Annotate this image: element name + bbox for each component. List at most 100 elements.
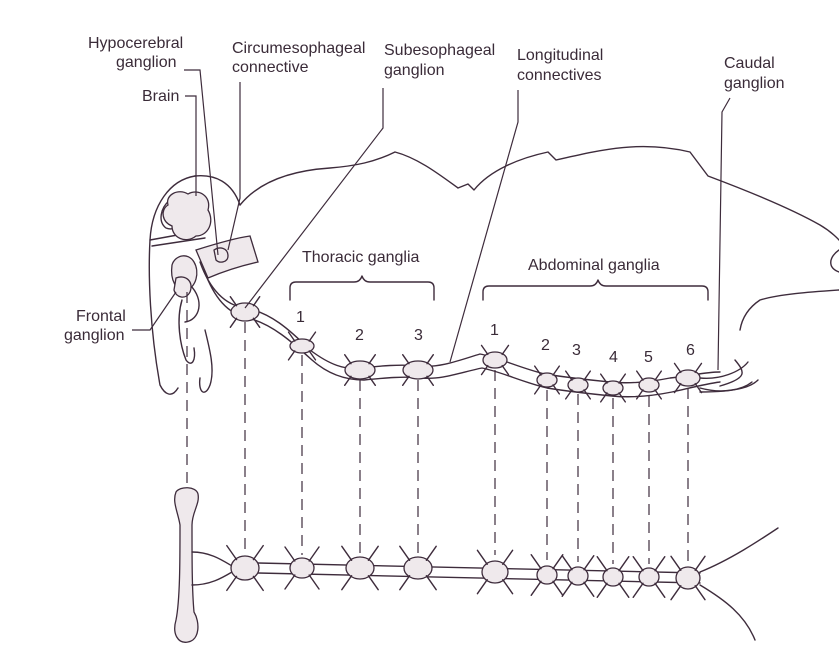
nerve-branch [671, 586, 681, 600]
nerve-branch [369, 376, 375, 385]
nerve-branch [584, 371, 590, 380]
thoracic-bracket [290, 276, 434, 300]
nerve-branch [562, 556, 572, 570]
nerve-branch [502, 366, 508, 375]
thoracic-number-3: 3 [414, 327, 423, 344]
nerve-branch [675, 363, 681, 372]
nerve-branch [566, 371, 572, 380]
leader-brain [185, 96, 196, 196]
leader-lines [132, 70, 730, 370]
nerve-branch [553, 555, 563, 569]
schematic-ganglia [231, 556, 700, 589]
schematic-abdominal-3 [568, 567, 588, 585]
schematic-abdominal-1 [482, 561, 508, 583]
nerve-branch [289, 351, 295, 360]
nerve-branch [553, 581, 563, 595]
nerve-branch [403, 355, 409, 364]
abdominal-number-2: 2 [541, 337, 550, 354]
label-frontal-line2: ganglion [64, 327, 125, 344]
nerve-branch [427, 355, 433, 364]
label-abdominal-ganglia: Abdominal ganglia [528, 257, 660, 274]
label-caudal-line2: ganglion [724, 75, 785, 92]
nerve-branch [531, 581, 541, 595]
label-circumesophageal-line2: connective [232, 59, 309, 76]
nerve-branch [695, 556, 705, 570]
hypocerebral-ganglion [214, 248, 228, 262]
nerve-branch [477, 550, 487, 564]
nerve-branch [368, 576, 378, 590]
nerve-branch [285, 547, 295, 561]
nerve-branch [535, 366, 541, 375]
label-frontal-line1: Frontal [76, 308, 126, 325]
thoracic-ganglion-2 [345, 361, 375, 379]
leader-frontal [132, 292, 176, 330]
schematic-brain [175, 488, 199, 643]
nerve-branch [502, 345, 508, 354]
nerve-branch [633, 583, 643, 597]
nerve-branch [597, 557, 607, 571]
nerve-branch [633, 557, 643, 571]
nerve-branch [531, 555, 541, 569]
cercal-nerve-lower [700, 382, 752, 391]
schematic-caudal [676, 567, 700, 589]
nerve-branch [426, 546, 436, 560]
nerve-branch [309, 547, 319, 561]
nerve-branch [503, 550, 513, 564]
abdominal-bracket [483, 280, 708, 300]
thoracic-ganglion-1 [290, 339, 314, 353]
leader-longitudinal [450, 90, 518, 362]
nerve-branch [253, 297, 259, 306]
label-longitudinal-line2: connectives [517, 67, 602, 84]
schematic-subesophageal [231, 556, 259, 580]
thoracic-number-2: 2 [355, 327, 364, 344]
nerve-branch [253, 546, 263, 560]
abdominal-ganglion-1 [483, 352, 507, 368]
abdominal-number-1: 1 [490, 322, 499, 339]
nerve-branch [553, 366, 559, 375]
nerve-branch [637, 390, 643, 399]
thoracic-ganglion-3 [403, 361, 433, 379]
label-hypocerebral-line2: ganglion [116, 54, 177, 71]
abdominal-ganglion-5 [639, 378, 659, 392]
abdominal-ganglion-4 [603, 381, 623, 395]
schematic-thoracic-1 [290, 558, 314, 578]
nerve-branch [503, 580, 513, 594]
schematic-abdominal-5 [639, 568, 659, 586]
schematic-thoracic-3 [404, 557, 432, 579]
nerve-branch [400, 576, 410, 590]
nerve-branch [562, 582, 572, 596]
leader-circumesophageal [228, 82, 240, 250]
label-subesophageal-line1: Subesophageal [384, 42, 495, 59]
nerve-branch [655, 371, 661, 380]
nerve-branch [597, 583, 607, 597]
label-hypocerebral-line1: Hypocerebral [88, 35, 183, 52]
nerve-branch [345, 355, 351, 364]
abdominal-number-6: 6 [686, 342, 695, 359]
schematic-abdominal-2 [537, 566, 557, 584]
nerve-branch [584, 556, 594, 570]
label-longitudinal-line1: Longitudinal [517, 47, 603, 64]
abdominal-ganglion-2 [537, 373, 557, 387]
nerve-branch [285, 575, 295, 589]
nerve-branch [342, 546, 352, 560]
nerve-branch [655, 557, 665, 571]
nerve-branch [671, 556, 681, 570]
nerve-branch [309, 575, 319, 589]
frontal-ganglion [174, 277, 191, 297]
abdominal-ganglion-3 [568, 378, 588, 392]
nerve-branch [655, 583, 665, 597]
nerve-branch [619, 557, 629, 571]
nerve-branch [426, 576, 436, 590]
nerve-branch [619, 374, 625, 383]
leader-caudal [718, 98, 730, 370]
nerve-branch [368, 546, 378, 560]
schematic-abdominal-4 [603, 568, 623, 586]
nerve-branch [584, 390, 590, 399]
label-circumesophageal-line1: Circumesophageal [232, 40, 365, 57]
thoracic-number-1: 1 [296, 309, 305, 326]
nerve-branch [619, 583, 629, 597]
schematic-nerve-cord [175, 488, 778, 643]
nerve-branch [230, 318, 236, 327]
abdominal-number-5: 5 [644, 349, 653, 366]
projection-lines [187, 292, 688, 564]
